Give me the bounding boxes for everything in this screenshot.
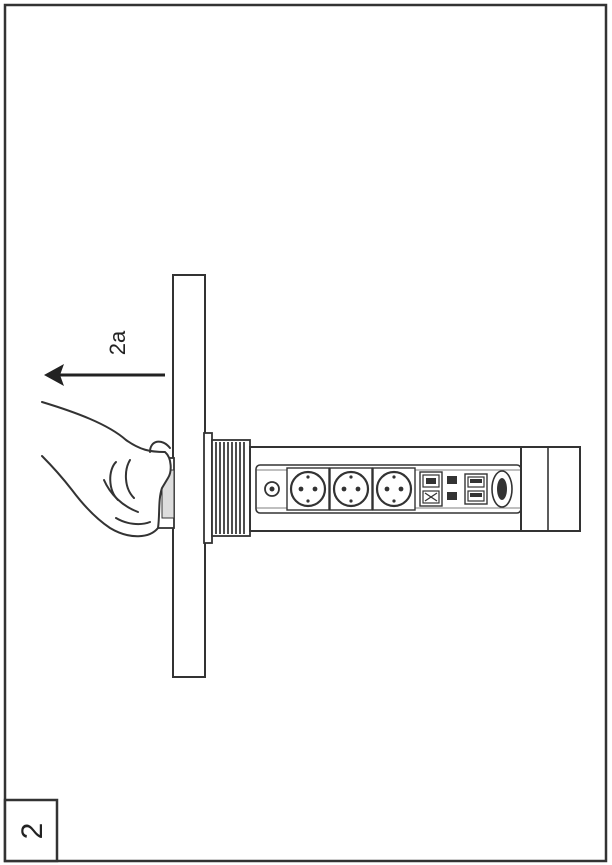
port-indicators [447,476,457,500]
callout-label: 2a [105,330,130,355]
indicator-light [264,481,280,497]
power-socket-3 [372,467,416,511]
network-port-group [419,471,443,507]
table-top [172,274,206,678]
power-socket-1 [286,467,330,511]
flange-collar [203,432,251,544]
tower-end-cap [520,446,581,532]
vga-port [491,470,513,508]
page-frame [3,3,608,863]
hand-illustration [41,401,172,538]
pull-direction-arrow [44,364,165,386]
step-number: 2 [16,823,49,840]
usb-port-group [464,473,488,505]
power-socket-2 [329,467,373,511]
step-number-box: 2 [3,798,59,863]
